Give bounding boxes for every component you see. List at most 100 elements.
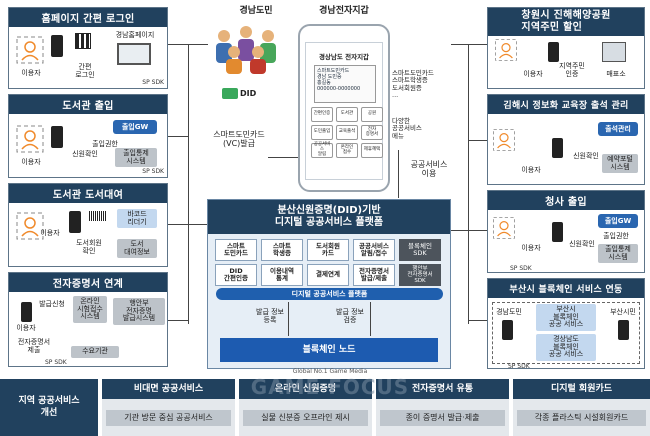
watermark-logo: Global No.1 Game Media GAME FOCUS	[240, 368, 420, 399]
sp-sdk-label: SP SDK	[508, 363, 530, 370]
attendance-button: 출석관리	[598, 122, 638, 136]
service-tile: 스마트 도민카드	[215, 239, 257, 261]
service-tile: DID 간편인증	[215, 264, 257, 286]
connector-right-vertical	[468, 44, 469, 324]
connector-left-4	[168, 320, 188, 321]
app-button[interactable]: 도서관	[336, 107, 358, 122]
panel-title: 도서관 도서대여	[9, 184, 167, 203]
panel-title: 전자증명서 연계	[9, 273, 167, 292]
user-label: 이용자	[16, 324, 36, 332]
identity-check-label: 신원확인	[72, 150, 98, 158]
people-group-icon	[210, 22, 282, 74]
gyeongnam-service-box: 경상남도 블록체인 공공 서비스	[536, 334, 596, 362]
bottom-col-membership: 디지털 회원카드 각종 플라스틱 시설회원카드	[513, 379, 650, 436]
connector-right	[451, 44, 487, 45]
qr-code-icon	[75, 33, 91, 49]
use-arrow	[398, 150, 399, 198]
user-face-icon	[494, 38, 518, 62]
phone-icon	[548, 42, 559, 62]
bottom-col-head: 전자증명서 유통	[376, 379, 509, 399]
busan-service-box: 부산시 블록체인 공공 서비스	[536, 304, 596, 332]
wallet-title: 경남전자지갑	[319, 6, 369, 16]
user-label: 이용자	[521, 166, 541, 174]
phone-icon	[552, 222, 563, 242]
app-button[interactable]: 공공서비스 알림	[311, 143, 333, 158]
panel-title: 청사 출입	[488, 191, 644, 210]
service-grid: 스마트 도민카드 스마트 학생증 도서회원 카드 공공서비스 알림/접수 블록체…	[215, 239, 441, 286]
identity-check-label: 신원확인	[573, 152, 599, 160]
connector-left-3	[168, 224, 208, 225]
ticket-office-icon	[602, 42, 626, 62]
user-face-icon	[15, 211, 45, 241]
panel-e-certificate: 전자증명서 연계 발급신청 이용자 전자증명서 제출 온라인 시험접수 시스템 …	[8, 272, 168, 367]
ticket-office-label: 매표소	[606, 70, 626, 78]
entry-control-system: 출입통제 시스템	[598, 244, 638, 264]
entry-control-system: 출입통제 시스템	[115, 148, 157, 168]
phone-icon	[552, 138, 563, 158]
services-note: 스마트도민카드 스마트학생증 도서회원증 ...	[392, 69, 434, 100]
platform-bar: 디지털 공공서비스 플랫폼	[216, 288, 443, 300]
user-label: 이용자	[21, 69, 41, 77]
app-button[interactable]: 온라인 접수	[336, 143, 358, 158]
app-button[interactable]: 전자 증명서	[361, 125, 383, 140]
wallet-phone: 경상남도 전자지갑 스마트도민카드 경남 도민증 홍길동 000000-0000…	[298, 24, 390, 192]
receiving-agency: 수요기관	[71, 346, 119, 358]
service-use-label: 공공서비스 이용	[410, 160, 448, 179]
entry-gw-button: 출입GW	[113, 120, 157, 134]
smart-citizen-card[interactable]: 스마트도민카드 경남 도민증 홍길동 000000-0000000	[314, 65, 376, 103]
bottom-col-desc: 실물 신분증 오프라인 제시	[243, 410, 368, 426]
bottom-col-untact: 비대면 공공서비스 기관 방문 중심 공공서비스	[102, 379, 235, 436]
service-tile: 전자증명서 발급/제출	[353, 264, 395, 286]
app-button[interactable]: 교육출석	[336, 125, 358, 140]
panel-busan-blockchain: 부산시 블록체인 서비스 연동 경남도민 부산시민 부산시 블록체인 공공 서비…	[487, 278, 645, 370]
dashed-frame	[492, 302, 640, 364]
card-line: 스마트도민카드	[317, 68, 350, 74]
app-button[interactable]: 공원	[361, 107, 383, 122]
bottom-col-certificate: 전자증명서 유통 종이 증명서 발급·제출	[376, 379, 509, 436]
verify-arrow	[370, 302, 371, 336]
bottom-col-head: 비대면 공공서비스	[102, 379, 235, 399]
app-button[interactable]: 도민출입	[311, 125, 333, 140]
region-improvement: 지역 공공서비스 개선	[0, 379, 98, 436]
user-label: 이용자	[521, 244, 541, 252]
panel-title: 창원시 진해해양공원 지역주민 할인	[488, 8, 644, 36]
homepage-label: 경남홈페이지	[115, 31, 155, 39]
bottom-col-desc: 기관 방문 중심 공공서비스	[106, 410, 231, 426]
connector-right-3	[451, 230, 487, 231]
online-exam-system: 온라인 시험접수 시스템	[73, 296, 107, 324]
barcode-reader: 바코드 리더기	[117, 209, 157, 229]
member-check-label: 도서회원 확인	[76, 239, 102, 256]
resident-auth-label: 지역주민 인증	[559, 62, 585, 79]
user-label: 이용자	[523, 70, 543, 78]
entry-permission-label: 출입권한	[603, 232, 629, 240]
monitor-icon	[117, 43, 151, 65]
identity-check-label: 신원확인	[569, 240, 595, 248]
sp-sdk-label: SP SDK	[510, 265, 532, 272]
service-tile: 스마트 학생증	[261, 239, 303, 261]
bottom-col-desc: 각종 플라스틱 시설회원카드	[517, 410, 646, 426]
connector-left-vertical	[188, 44, 189, 324]
phone-icon	[51, 126, 63, 148]
issue-register-label: 발급 정보 등록	[256, 308, 284, 325]
app-button[interactable]: 제휴혜택	[361, 143, 383, 158]
panel-title: 홈페이지 간편 로그인	[9, 8, 167, 27]
sp-sdk-label: SP SDK	[45, 359, 67, 366]
phone-icon	[502, 320, 513, 340]
user-face-icon	[492, 128, 516, 152]
app-button[interactable]: 간편인증	[311, 107, 333, 122]
phone-icon	[69, 211, 81, 233]
panel-library-entry: 도서관 출입 이용자 신원확인 출입GW 출입권한 출입통제 시스템 SP SD…	[8, 94, 168, 178]
bottom-col-desc: 종이 증명서 발급·제출	[380, 410, 505, 426]
admin-cert-system: 행안부 전자증명 발급시스템	[113, 298, 165, 326]
simple-login-label: 간편 로그인	[75, 63, 95, 80]
phone-screen: 경상남도 전자지갑 스마트도민카드 경남 도민증 홍길동 000000-0000…	[305, 42, 383, 180]
card-line: 000000-0000000	[317, 86, 361, 92]
sp-sdk-label: SP SDK	[142, 168, 164, 175]
connector-left-2	[168, 136, 188, 137]
sp-sdk-label: SP SDK	[142, 79, 164, 86]
platform-title-line1: 분산신원증명(DID)기반	[277, 204, 381, 216]
platform-title: 분산신원증명(DID)기반 디지털 공공서비스 플랫폼	[208, 200, 450, 234]
service-tile: 행안부 전자증명서 SDK	[399, 264, 441, 286]
service-tile: 결제연계	[307, 264, 349, 286]
issue-request-label: 발급신청	[39, 300, 65, 308]
